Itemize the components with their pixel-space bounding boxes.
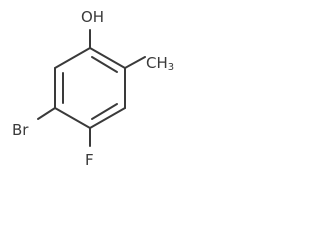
ring-double-bond-c1-c2 (91, 56, 118, 73)
bromine-label: Br (12, 121, 29, 139)
ring-bond-c4-c5 (54, 107, 91, 129)
methyl-label-subscript: 3 (168, 62, 174, 73)
hydroxyl-label: OH (81, 8, 104, 26)
methyl-label: CH3 (146, 54, 174, 73)
ring-bond-c6-c1 (54, 47, 91, 69)
bond-methyl (124, 56, 146, 69)
bond-bromine (37, 107, 56, 120)
fluorine-label: F (85, 151, 94, 169)
ring-bond-c3-c4 (89, 107, 126, 129)
benzene-ring (54, 47, 126, 129)
ring-double-bond-c3-c4 (91, 103, 118, 120)
methyl-label-main: CH (146, 54, 168, 72)
molecule-structure-diagram: OH CH3 Br F (12, 8, 174, 169)
ring-bond-c1-c2 (89, 47, 126, 69)
